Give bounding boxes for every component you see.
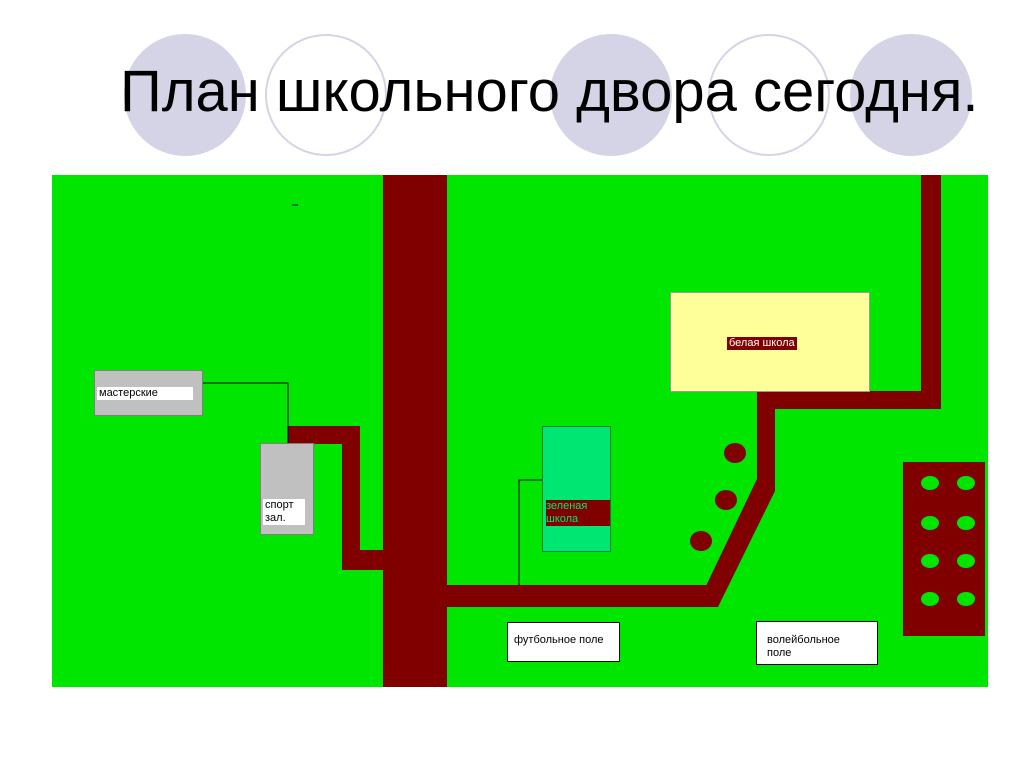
workshop-connector: [202, 382, 289, 443]
playground-dot: [957, 554, 975, 568]
tree-3: [690, 531, 712, 551]
workshops-building: мастерские: [94, 370, 203, 416]
schoolyard-plan: белая школа зеленая школа мастерские спо…: [52, 175, 988, 687]
main-road: [383, 175, 447, 687]
decor-circle-1: [124, 34, 246, 156]
plan-paths: [202, 175, 985, 687]
white-school-label: белая школа: [727, 337, 797, 350]
tree-1: [724, 443, 746, 463]
path-to-white-school: [757, 391, 941, 409]
white-school: белая школа: [670, 292, 870, 392]
playground-dot: [921, 516, 939, 530]
gym-building: спорт зал.: [260, 443, 314, 535]
green-school: зеленая школа: [542, 426, 611, 552]
football-field-label-box: футбольное поле: [507, 622, 620, 662]
volleyball-field-label-box: волейбольное поле: [756, 621, 878, 665]
path-down: [757, 391, 775, 491]
playground-dot: [957, 476, 975, 490]
playground-dot: [957, 592, 975, 606]
volleyball-field-label: волейбольное поле: [767, 634, 840, 659]
horizontal-path: [447, 585, 712, 607]
playground-dot: [921, 554, 939, 568]
gym-path-vertical: [342, 426, 360, 553]
football-field-label: футбольное поле: [514, 634, 604, 646]
green-school-label: зеленая школа: [546, 500, 610, 526]
gym-label: спорт зал.: [263, 499, 305, 525]
workshops-label: мастерские: [97, 387, 193, 400]
decor-circle-4: [708, 34, 830, 156]
playground-dot: [957, 516, 975, 530]
green-school-connector: [518, 479, 542, 585]
playground-block: [903, 462, 985, 636]
diagonal-path: [696, 479, 775, 607]
gym-path-top: [288, 426, 358, 444]
playground-dot: [921, 476, 939, 490]
decor-circle-3: [550, 34, 672, 156]
right-path: [921, 175, 941, 407]
playground-dot: [921, 592, 939, 606]
decor-circle-2: [265, 34, 387, 156]
decor-circle-5: [850, 34, 972, 156]
page-title: План школьного двора сегодня.: [120, 59, 979, 124]
tree-2: [715, 490, 737, 510]
gym-path-bottom: [342, 550, 387, 570]
